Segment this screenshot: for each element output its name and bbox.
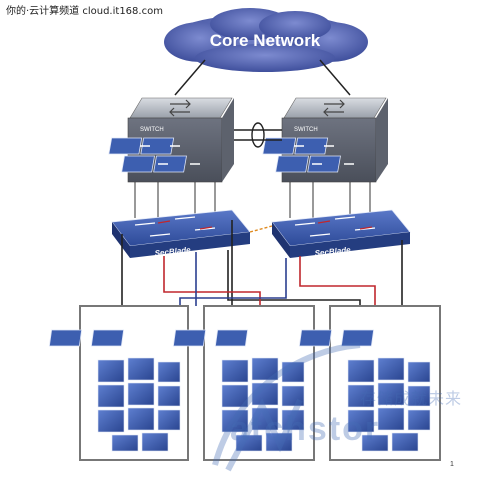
blade-interlink (249, 225, 273, 233)
server-room-1-switches (48, 329, 125, 347)
server-links (121, 220, 403, 306)
footnote-mark: 1 (450, 461, 454, 468)
server-room-3 (298, 305, 441, 461)
switch-to-blade-links (134, 182, 371, 218)
switch-left-badge: SWITCH (140, 127, 164, 133)
secblade-right: SecBlade (271, 209, 411, 258)
core-network-cloud: Core Network (164, 8, 368, 72)
server-room-1 (48, 305, 189, 461)
core-network-label: Core Network (210, 31, 321, 50)
switch-left-modules (108, 137, 200, 173)
secblade-left: SecBlade (111, 209, 251, 258)
switch-right-modules (262, 137, 354, 173)
secblade-left-label: SecBlade (154, 245, 191, 258)
switch-left-icon (169, 99, 191, 117)
watermark-logo (212, 342, 361, 472)
switch-chassis-left: SWITCH (108, 97, 234, 183)
page-caption: 你的·云计算频道 cloud.it168.com (6, 6, 163, 17)
server-room-2 (172, 305, 315, 461)
switch-chassis-right: SWITCH (262, 97, 388, 183)
server-room-2-switches (172, 329, 249, 347)
switch-right-badge: SWITCH (294, 127, 318, 133)
secblade-right-label: SecBlade (314, 245, 351, 258)
server-room-3-switches (298, 329, 375, 347)
uplinks (174, 59, 351, 96)
server-room-1-racks (97, 357, 181, 452)
server-room-2-racks (221, 357, 305, 452)
switch-right-icon (323, 99, 345, 117)
inter-switch-link (234, 122, 282, 148)
server-room-3-racks (347, 357, 431, 452)
